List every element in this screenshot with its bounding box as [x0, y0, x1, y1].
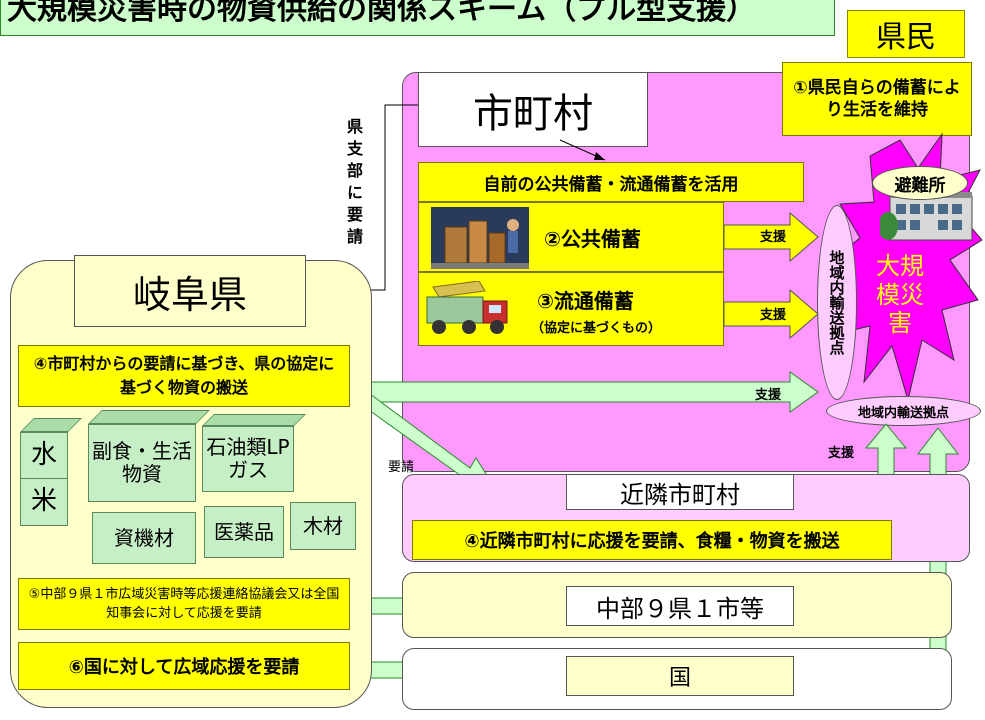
supply-rice-label: 米	[20, 478, 68, 526]
hub-vertical: 地域内輸送拠点	[817, 205, 857, 400]
shien-label-gifu: 支援	[755, 388, 782, 403]
ryutsu-row: ③流通備蓄 （協定に基づくもの）	[418, 272, 724, 346]
kinrin-title: 近隣市町村	[566, 474, 794, 510]
supply-sekiyu-label: 石油類LPガス	[202, 426, 294, 492]
supply-iyakuhin-label: 医薬品	[204, 506, 284, 558]
gifu-title: 岐阜県	[74, 255, 306, 327]
evac-center: 避難所	[872, 166, 968, 200]
chubu-title: 中部９県１市等	[566, 586, 794, 626]
shien-label-ryutsu: 支援	[760, 308, 787, 323]
supply-mokuzai-label: 木材	[290, 502, 356, 550]
yousei-label: 要請	[388, 460, 415, 475]
supply-fukushoku-label: 副食・生活物資	[88, 424, 196, 502]
shichoson-title: 市町村	[418, 72, 648, 147]
warehouse-worker-icon	[431, 207, 529, 269]
gifu-item5: ⑤中部９県１市広域災害時等応援連絡協議会又は全国知事会に対して応援を要請	[18, 578, 350, 630]
disaster-label: 大規模災害	[870, 240, 930, 350]
hub-bottom: 地域内輸送拠点	[826, 396, 981, 426]
kenmin-label: 県民	[847, 10, 965, 58]
supply-shikizai-label: 資機材	[92, 512, 196, 564]
page-title: 大規模災害時の物資供給の関係スキーム（プル型支援）	[7, 0, 757, 27]
kenmin-note: ①県民自らの備蓄により生活を維持	[782, 62, 972, 136]
truck-icon	[426, 281, 508, 334]
kuni-title: 国	[566, 656, 794, 696]
ryutsu-label: ③流通備蓄	[537, 289, 634, 313]
shichoson-header: 自前の公共備蓄・流通備蓄を活用	[418, 162, 804, 202]
disaster-text: 大規模災害	[876, 251, 924, 338]
supply-water-label: 水	[20, 432, 68, 480]
ryutsu-sub: （協定に基づくもの）	[531, 321, 662, 336]
shien-label-koukyo: 支援	[760, 230, 787, 245]
ken-shibu-request: 県支部に要請	[344, 118, 363, 250]
koukyo-row: ②公共備蓄	[418, 202, 724, 272]
hub-vertical-text: 地域内輸送拠点	[827, 250, 846, 355]
shien-label-up: 支援	[828, 446, 855, 461]
kinrin-note: ④近隣市町村に応援を要請、食糧・物資を搬送	[412, 520, 892, 560]
gifu-item6: ⑥国に対して広域応援を要請	[18, 642, 350, 690]
koukyo-label: ②公共備蓄	[544, 227, 641, 251]
title-banner: 大規模災害時の物資供給の関係スキーム（プル型支援）	[0, 0, 835, 36]
gifu-item4: ④市町村からの要請に基づき、県の協定に基づく物資の搬送	[18, 345, 350, 407]
